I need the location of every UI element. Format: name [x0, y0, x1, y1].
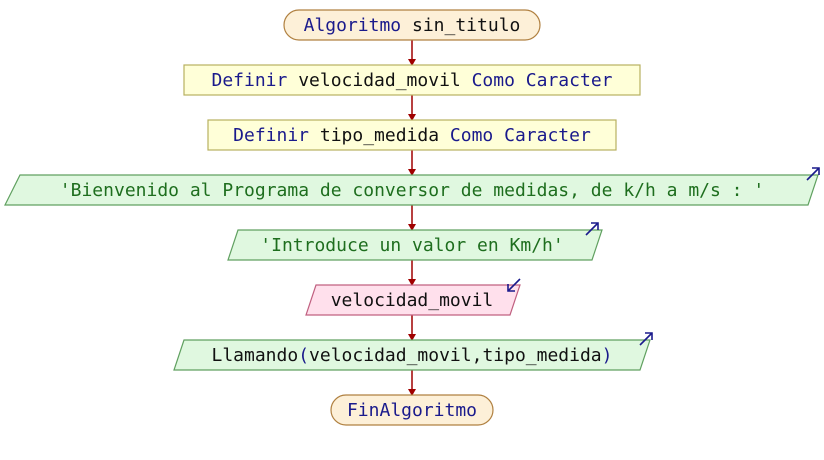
type-keyword: Caracter [526, 70, 613, 91]
output-bienvenido-node: 'Bienvenido al Programa de conversor de … [4, 167, 820, 206]
open-paren: ( [298, 345, 309, 366]
output-arrow-icon [585, 222, 599, 236]
define-keyword: Definir [233, 125, 309, 146]
como-keyword: Como [472, 70, 515, 91]
type-keyword: Caracter [504, 125, 591, 146]
connectors [408, 40, 416, 396]
input-velocidad-node: velocidad_movil [305, 278, 521, 316]
end-keyword: FinAlgoritmo [347, 400, 477, 421]
output-introduce-node: 'Introduce un valor en Km/h' [227, 222, 603, 261]
output-text: 'Bienvenido al Programa de conversor de … [60, 180, 764, 201]
function-name: Llamando [212, 345, 299, 366]
algorithm-name: sin_titulo [412, 15, 520, 36]
como-keyword: Como [450, 125, 493, 146]
svg-text:Definir tipo_medida Como Carac: Definir tipo_medida Como Caracter [233, 125, 591, 146]
output-text: 'Introduce un valor en Km/h' [260, 235, 563, 256]
define-velocidad-node: Definir velocidad_movil Como Caracter [183, 64, 641, 96]
start-node: Algoritmo sin_titulo [283, 9, 541, 41]
svg-text:Llamando(velocidad_movil,tipo_: Llamando(velocidad_movil,tipo_medida) [212, 345, 613, 366]
svg-text:Definir velocidad_movil Como C: Definir velocidad_movil Como Caracter [211, 70, 612, 91]
output-arrow-icon [639, 332, 653, 346]
close-paren: ) [602, 345, 613, 366]
output-arrow-icon [806, 167, 820, 181]
variable-name: velocidad_movil [298, 70, 461, 91]
function-args: velocidad_movil,tipo_medida [309, 345, 602, 366]
svg-text:Algoritmo sin_titulo: Algoritmo sin_titulo [304, 15, 521, 36]
define-keyword: Definir [211, 70, 287, 91]
variable-name: tipo_medida [320, 125, 439, 146]
input-variable: velocidad_movil [331, 290, 494, 311]
start-keyword: Algoritmo [304, 15, 402, 36]
input-arrow-icon [507, 278, 521, 292]
output-llamando-node: Llamando(velocidad_movil,tipo_medida) [173, 332, 653, 371]
end-node: FinAlgoritmo [330, 394, 494, 426]
define-tipo-node: Definir tipo_medida Como Caracter [207, 119, 617, 151]
